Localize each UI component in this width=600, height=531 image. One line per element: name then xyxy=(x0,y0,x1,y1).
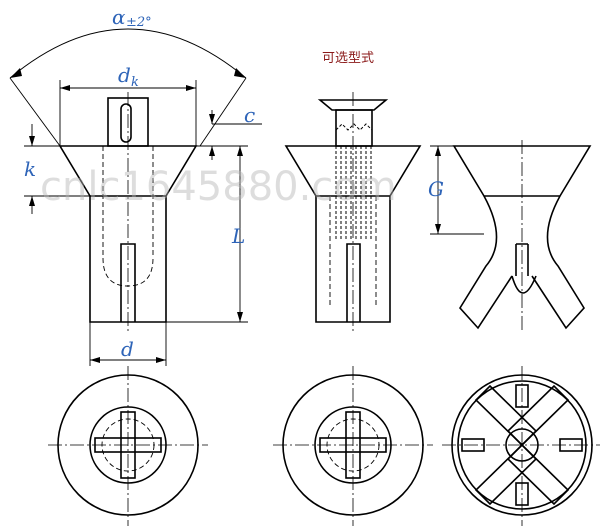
shank-slot xyxy=(120,243,136,322)
G-label: G xyxy=(428,177,444,201)
front-view-standard: α ±2° d k c k L d xyxy=(9,5,262,366)
dk-subscript: k xyxy=(131,75,139,90)
k-label: k xyxy=(24,157,36,181)
d-label: d xyxy=(121,337,134,361)
pin-head xyxy=(317,99,389,111)
pin-hatch xyxy=(335,146,372,240)
L-label: L xyxy=(231,224,245,248)
alpha-tolerance-label: ±2° xyxy=(126,15,152,30)
plan-view-1 xyxy=(48,366,208,526)
front-view-optional: 可选型式 xyxy=(284,51,422,332)
angle-arc xyxy=(9,28,247,79)
dk-label: d xyxy=(118,63,131,87)
front-view-expanded: G xyxy=(428,140,592,332)
optional-type-note: 可选型式 xyxy=(322,51,374,66)
plan-view-3 xyxy=(442,366,600,526)
plan-view-2 xyxy=(273,366,433,526)
c-label: c xyxy=(244,103,255,127)
alpha-label: α xyxy=(112,5,126,29)
watermark: cnlc1645880.com xyxy=(40,164,397,210)
